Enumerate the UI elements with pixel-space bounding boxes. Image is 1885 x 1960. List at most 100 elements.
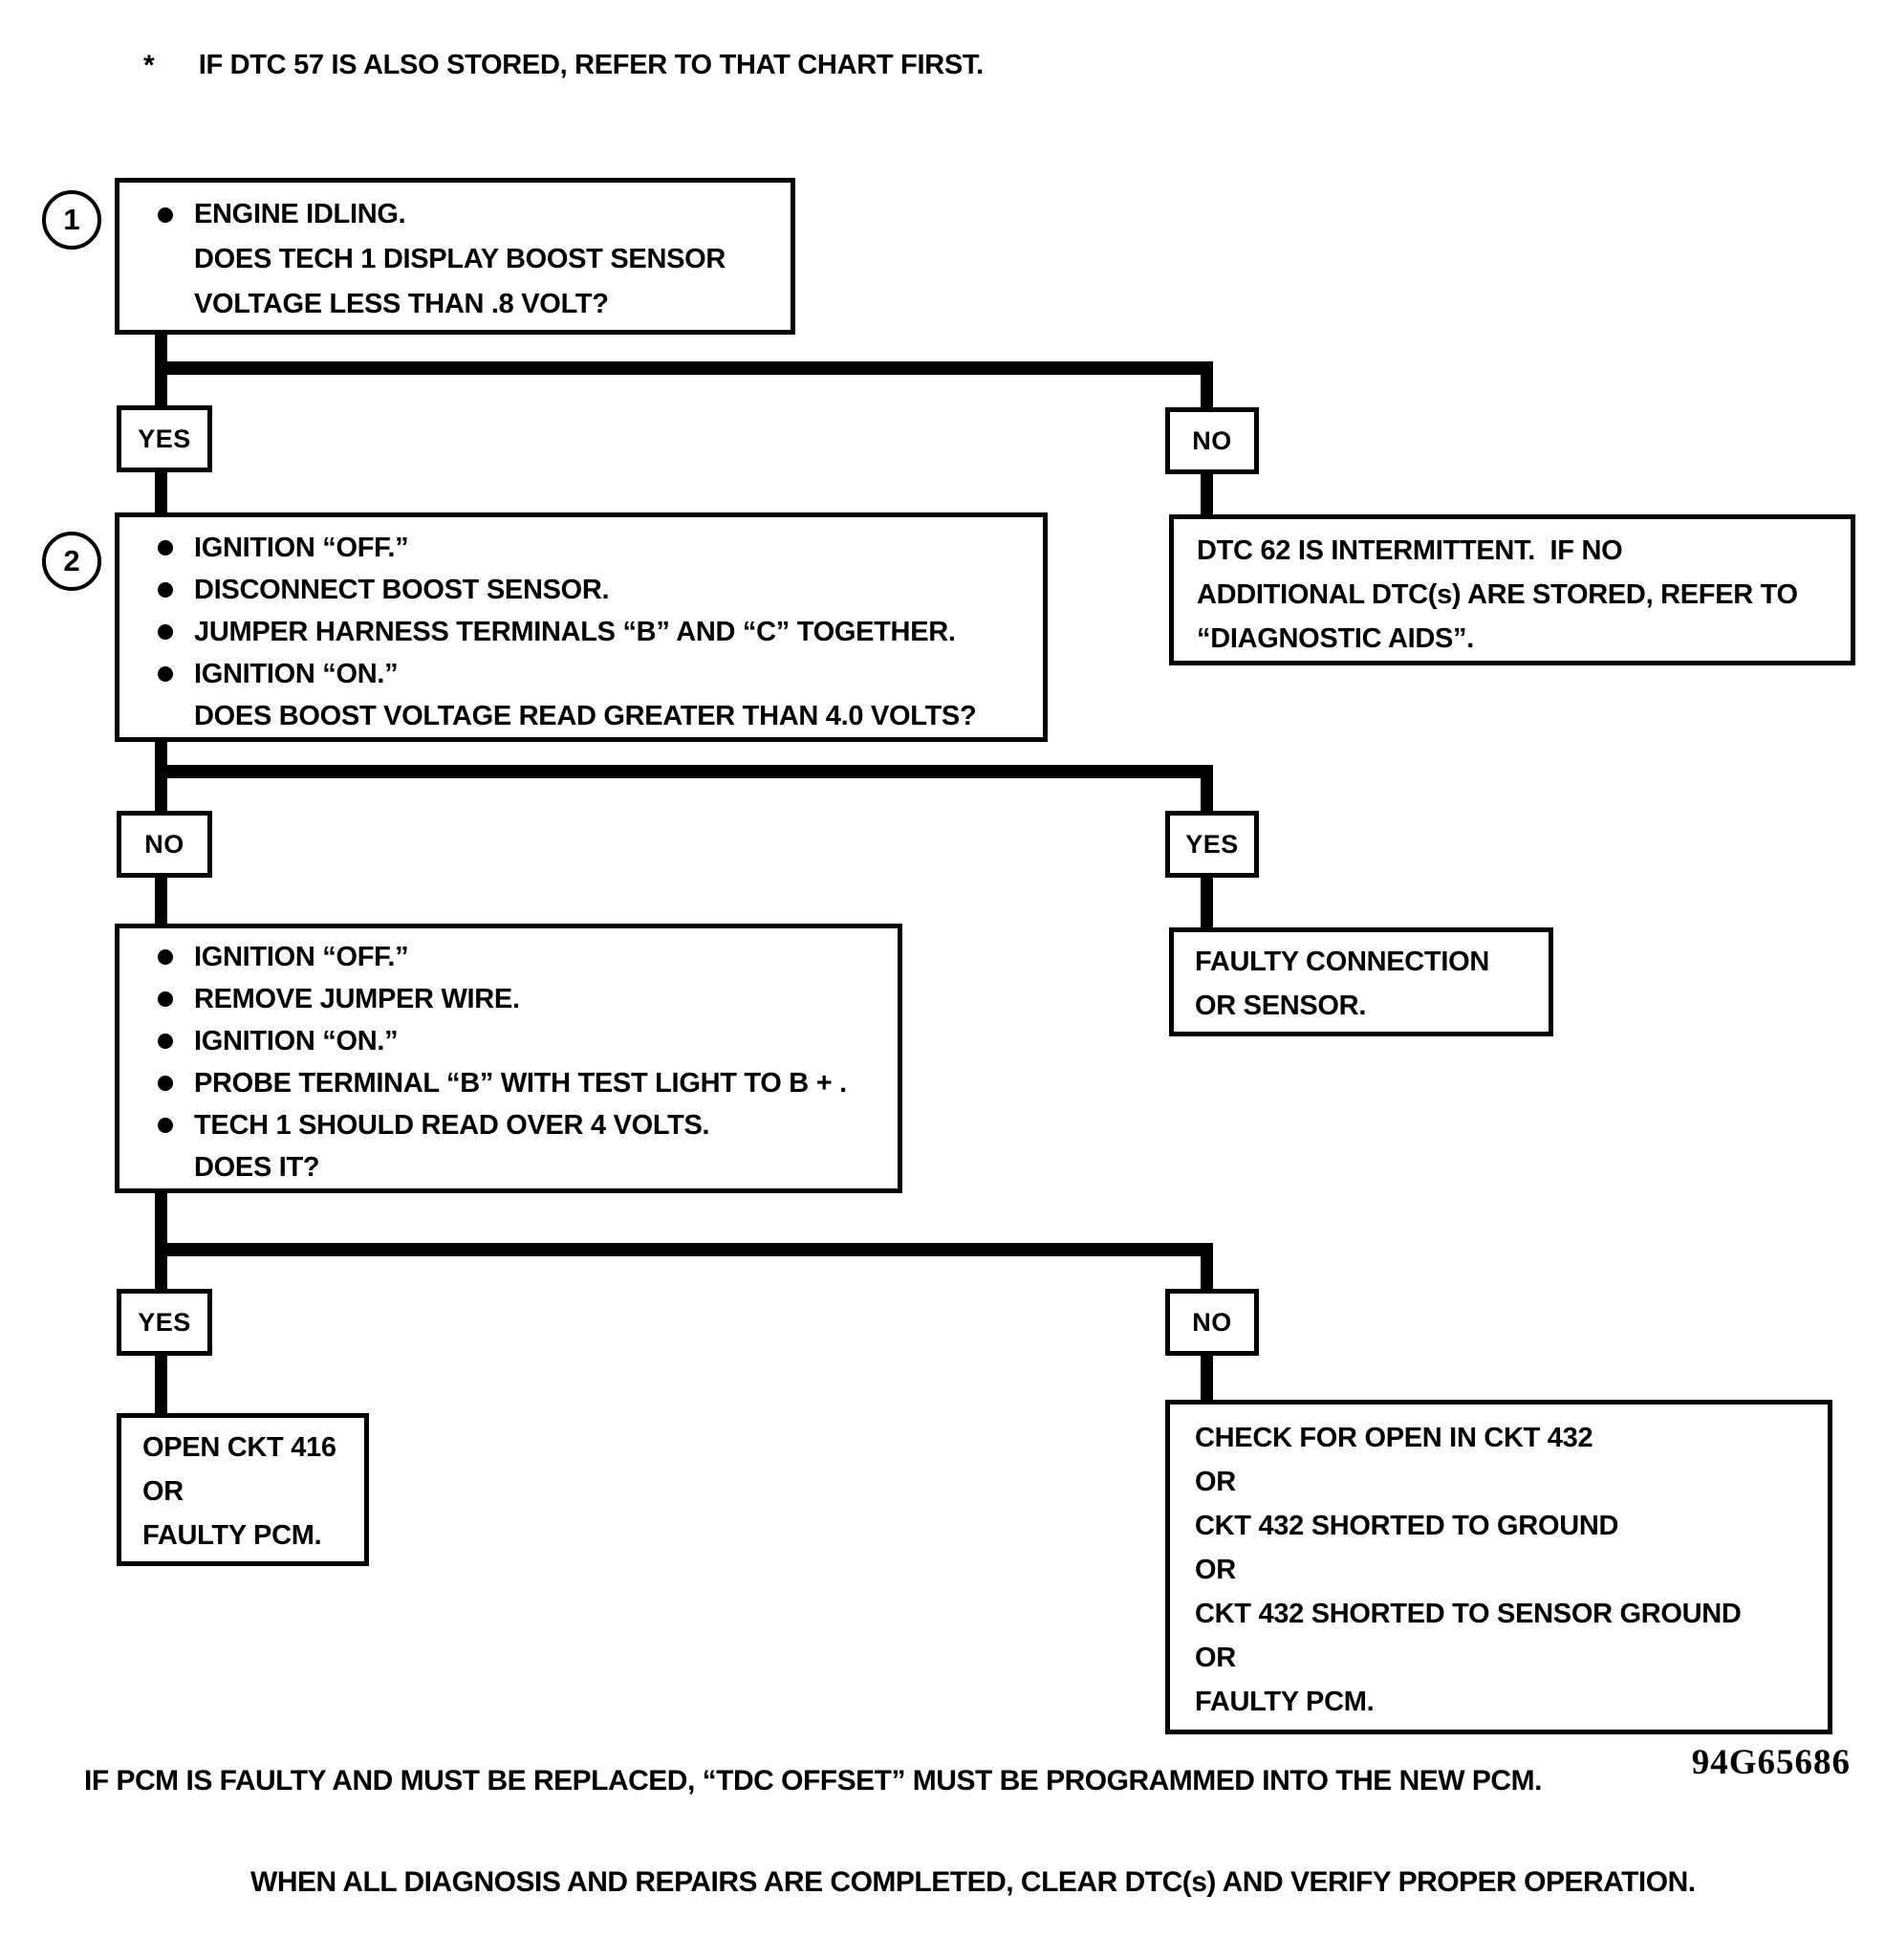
- connector-line: [155, 361, 1213, 375]
- step1-line: DOES TECH 1 DISPLAY BOOST SENSOR: [194, 244, 726, 274]
- faulty-connection-line: FAULTY CONNECTION: [1195, 946, 1489, 977]
- step2-row: DISCONNECT BOOST SENSOR.: [158, 569, 1026, 611]
- step2-number: 2: [63, 544, 80, 577]
- decision1-yes-label: YES: [138, 424, 191, 453]
- ckt432-row: CKT 432 SHORTED TO SENSOR GROUND: [1195, 1592, 1810, 1636]
- step2-line: DISCONNECT BOOST SENSOR.: [194, 574, 610, 605]
- ckt432-line: OR: [1195, 1642, 1236, 1673]
- connector-line: [155, 765, 1213, 778]
- dtc62-row: DTC 62 IS INTERMITTENT. IF NO: [1197, 529, 1833, 573]
- ckt432-line: CKT 432 SHORTED TO SENSOR GROUND: [1195, 1598, 1742, 1629]
- ckt432-row: OR: [1195, 1460, 1810, 1504]
- step2-line: IGNITION “ON.”: [194, 658, 399, 689]
- bullet-icon: [158, 991, 173, 1007]
- ckt432-line: CKT 432 SHORTED TO GROUND: [1195, 1510, 1619, 1541]
- connector-line: [155, 1356, 167, 1415]
- step1-row: DOES TECH 1 DISPLAY BOOST SENSOR: [158, 237, 773, 282]
- ckt432-line: OR: [1195, 1466, 1236, 1497]
- ckt432-row: CHECK FOR OPEN IN CKT 432: [1195, 1416, 1810, 1460]
- bullet-icon: [158, 949, 173, 965]
- step1-number: 1: [63, 203, 80, 236]
- decision2-no-label: NO: [144, 829, 184, 859]
- ckt432-row: OR: [1195, 1548, 1810, 1592]
- bullet-icon: [158, 624, 173, 640]
- figure-id: 94G65686: [1691, 1743, 1851, 1782]
- bullet-icon: [158, 1076, 173, 1091]
- dtc62-line: DTC 62 IS INTERMITTENT. IF NO: [1197, 534, 1623, 566]
- step3-line: IGNITION “OFF.”: [194, 941, 409, 972]
- bullet-icon: [158, 207, 173, 223]
- connector-line: [155, 1193, 167, 1289]
- step2-line: DOES BOOST VOLTAGE READ GREATER THAN 4.0…: [194, 700, 977, 731]
- connector-line: [155, 472, 167, 514]
- open-ckt416-line: OPEN CKT 416: [142, 1431, 336, 1463]
- connector-line: [1201, 765, 1213, 813]
- ckt432-row: FAULTY PCM.: [1195, 1680, 1810, 1724]
- connector-line: [155, 1243, 1213, 1256]
- step3-row: IGNITION “ON.”: [158, 1020, 880, 1062]
- ckt432-line: CHECK FOR OPEN IN CKT 432: [1195, 1422, 1593, 1453]
- step3-row: DOES IT?: [158, 1146, 880, 1188]
- step1-line: VOLTAGE LESS THAN .8 VOLT?: [194, 289, 609, 319]
- decision3-no-label: NO: [1192, 1307, 1232, 1337]
- step1-row: VOLTAGE LESS THAN .8 VOLT?: [158, 282, 773, 327]
- ckt432-line: FAULTY PCM.: [1195, 1686, 1375, 1717]
- ckt432-check-box: CHECK FOR OPEN IN CKT 432 OR CKT 432 SHO…: [1165, 1400, 1832, 1734]
- open-ckt416-line: OR: [142, 1475, 184, 1507]
- step2-row: IGNITION “ON.”: [158, 653, 1026, 695]
- bullet-icon: [158, 540, 173, 555]
- decision1-no-box: NO: [1165, 407, 1259, 474]
- decision2-yes-label: YES: [1185, 829, 1239, 859]
- chart-note-text: IF DTC 57 IS ALSO STORED, REFER TO THAT …: [198, 50, 984, 80]
- step1-row: ENGINE IDLING.: [158, 192, 773, 237]
- bullet-icon: [158, 582, 173, 598]
- step1-line: ENGINE IDLING.: [194, 199, 406, 229]
- connector-line: [1201, 474, 1213, 516]
- step3-row: REMOVE JUMPER WIRE.: [158, 978, 880, 1020]
- step3-box: IGNITION “OFF.” REMOVE JUMPER WIRE. IGNI…: [115, 924, 902, 1193]
- ckt432-row: OR: [1195, 1636, 1810, 1680]
- step3-row: TECH 1 SHOULD READ OVER 4 VOLTS.: [158, 1104, 880, 1146]
- step2-number-badge: 2: [42, 532, 101, 591]
- connector-line: [1201, 1243, 1213, 1289]
- dtc62-row: ADDITIONAL DTC(s) ARE STORED, REFER TO: [1197, 573, 1833, 617]
- decision2-yes-box: YES: [1165, 811, 1259, 878]
- open-ckt416-line: FAULTY PCM.: [142, 1519, 322, 1551]
- bullet-icon: [158, 1118, 173, 1133]
- decision3-yes-box: YES: [117, 1289, 212, 1356]
- asterisk-marker: *: [143, 50, 155, 81]
- step2-line: JUMPER HARNESS TERMINALS “B” AND “C” TOG…: [194, 616, 956, 647]
- open-ckt416-row: OR: [142, 1470, 347, 1514]
- bullet-icon: [158, 666, 173, 682]
- step2-row: DOES BOOST VOLTAGE READ GREATER THAN 4.0…: [158, 695, 1026, 737]
- decision3-no-box: NO: [1165, 1289, 1259, 1356]
- faulty-connection-row: OR SENSOR.: [1195, 984, 1531, 1028]
- step3-line: REMOVE JUMPER WIRE.: [194, 983, 520, 1014]
- dtc62-line: “DIAGNOSTIC AIDS”.: [1197, 622, 1474, 654]
- connector-line: [1201, 361, 1213, 409]
- faulty-connection-box: FAULTY CONNECTION OR SENSOR.: [1169, 927, 1553, 1036]
- decision1-no-label: NO: [1192, 425, 1232, 455]
- footer-note-pcm: IF PCM IS FAULTY AND MUST BE REPLACED, “…: [84, 1765, 1542, 1797]
- step2-box: IGNITION “OFF.” DISCONNECT BOOST SENSOR.…: [115, 512, 1048, 742]
- bullet-icon: [158, 1034, 173, 1049]
- step3-row: PROBE TERMINAL “B” WITH TEST LIGHT TO B …: [158, 1062, 880, 1104]
- step3-line: DOES IT?: [194, 1151, 320, 1183]
- ckt432-line: OR: [1195, 1554, 1236, 1585]
- decision3-yes-label: YES: [138, 1307, 191, 1337]
- open-ckt416-row: FAULTY PCM.: [142, 1514, 347, 1557]
- chart-note: * IF DTC 57 IS ALSO STORED, REFER TO THA…: [143, 50, 984, 82]
- decision2-no-box: NO: [117, 811, 212, 878]
- connector-line: [155, 878, 167, 926]
- footer-note-clear-dtc: WHEN ALL DIAGNOSIS AND REPAIRS ARE COMPL…: [250, 1866, 1696, 1898]
- faulty-connection-row: FAULTY CONNECTION: [1195, 940, 1531, 984]
- dtc62-intermittent-box: DTC 62 IS INTERMITTENT. IF NO ADDITIONAL…: [1169, 514, 1855, 665]
- dtc62-row: “DIAGNOSTIC AIDS”.: [1197, 617, 1833, 661]
- step1-box: ENGINE IDLING. DOES TECH 1 DISPLAY BOOST…: [115, 178, 795, 335]
- faulty-connection-line: OR SENSOR.: [1195, 990, 1367, 1021]
- decision1-yes-box: YES: [117, 405, 212, 472]
- step2-row: IGNITION “OFF.”: [158, 527, 1026, 569]
- step3-line: IGNITION “ON.”: [194, 1025, 399, 1056]
- step1-number-badge: 1: [42, 190, 101, 250]
